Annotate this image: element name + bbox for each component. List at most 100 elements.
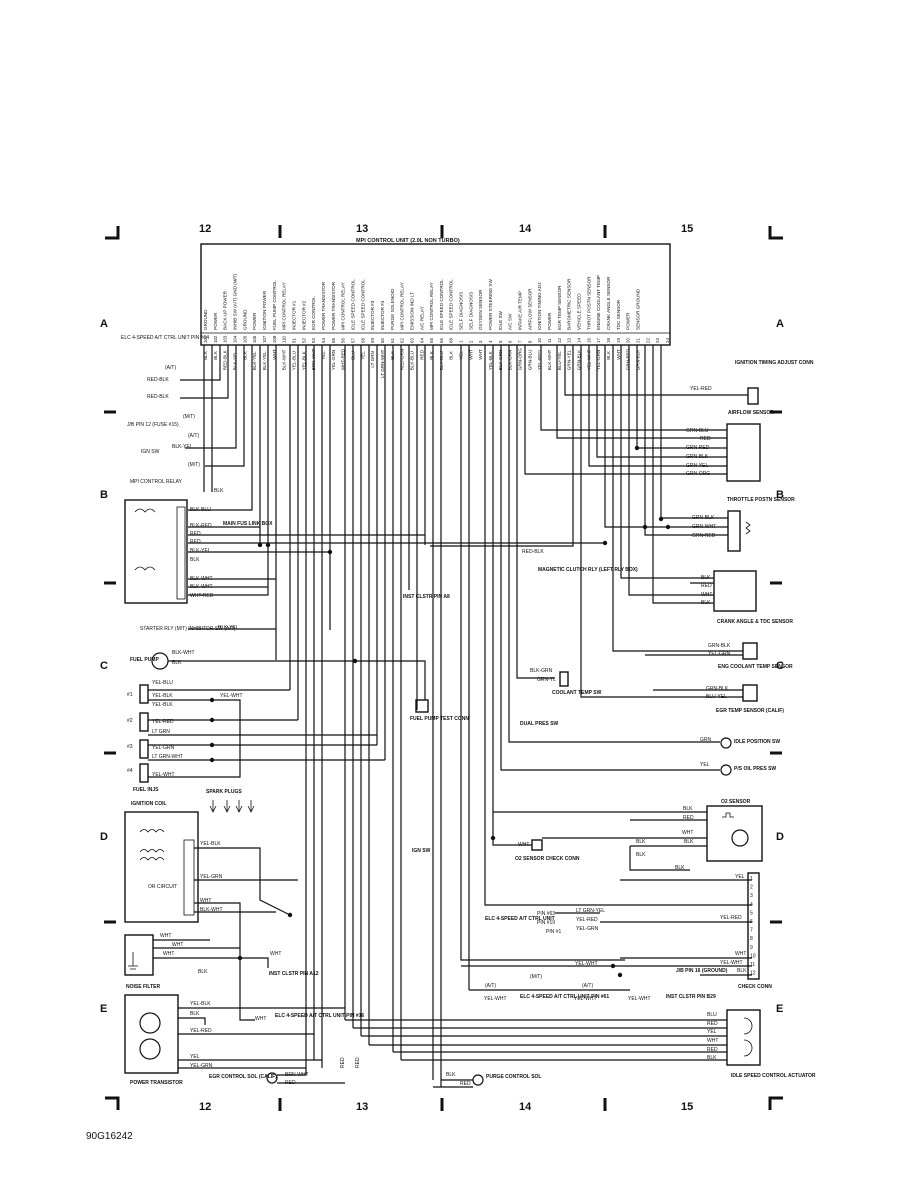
- inj-4-label: #4: [127, 768, 133, 774]
- ecu-pin-number: 63: [409, 338, 414, 343]
- check-conn-terminal: 2: [750, 885, 753, 891]
- ecu-pin-number: 4: [488, 340, 493, 343]
- check-conn-terminal: 5: [750, 910, 753, 916]
- coolant-sw-body: [559, 671, 569, 687]
- ign-coil-label: IGNITION COIL: [131, 801, 167, 807]
- pin19-label: PIN #19: [537, 920, 555, 926]
- w-red-vert-2: RED: [355, 1057, 361, 1068]
- ecu-title: MPI CONTROL UNIT (2.0L NON TURBO): [356, 238, 460, 244]
- ecu-pin-function: POWER: [213, 312, 218, 330]
- check-conn-terminal: 10: [750, 953, 756, 959]
- ecu-pin-number: 1: [459, 340, 464, 343]
- w-red-7: RED: [683, 815, 694, 821]
- power-transistor: [124, 994, 179, 1074]
- inst-a12-label: INST CLSTR PIN A12: [269, 971, 319, 977]
- w-red-5: RED: [700, 436, 711, 442]
- ecu-pin-number: 6: [508, 340, 513, 343]
- w-red-4: RED: [460, 1081, 471, 1087]
- mpi-relay-title: MPI CONTROL RELAY: [130, 479, 183, 485]
- w-yel-4: YEL: [707, 1029, 717, 1035]
- ecu-pin-function: MPI CONTROL RELAY: [429, 282, 434, 330]
- w-blk-2: BLK: [172, 660, 182, 666]
- ecu-pin-function: IGNITION POWER: [262, 290, 267, 330]
- ecu-pin-wire-color: RED: [419, 349, 424, 359]
- w-grn-blk-4: GRN-BLK: [706, 686, 729, 692]
- noise-filter: [124, 934, 154, 976]
- check-conn-terminal: 11: [750, 962, 755, 968]
- crank-sensor-body: [713, 570, 757, 612]
- w-red-8: RED: [707, 1021, 718, 1027]
- w-yel-grn-4: YEL-GRN: [576, 926, 599, 932]
- w-blk-14: BLK: [707, 1055, 717, 1061]
- w-grn-blu: GRN-BLU: [686, 428, 709, 434]
- ecu-pin-function: INJECTOR #1: [291, 300, 296, 330]
- w-grn: GRN: [700, 737, 712, 743]
- w-yel-2: YEL: [700, 762, 710, 768]
- w-wht-red: WHT-RED: [190, 593, 214, 599]
- ecu-pin-wire-color: YEL-GRN: [331, 350, 336, 370]
- purge-sol-label: PURGE CONTROL SOL: [486, 1074, 541, 1080]
- w-wht-6: WHT: [255, 1016, 266, 1022]
- ecu-pin-wire-color: WHT: [616, 349, 621, 360]
- w-blk-yel: BLK-YEL: [190, 548, 211, 554]
- ecu-pin-number: 64: [419, 338, 424, 343]
- col-12-top: 12: [199, 223, 211, 235]
- isc-actuator: [726, 1009, 761, 1066]
- ecu-pin-function: FUEL PUMP CONTROL: [272, 280, 277, 330]
- ecu-pin-number: 105: [242, 335, 247, 343]
- row-a-right: A: [776, 318, 784, 330]
- ecu-pin-wire-color: WHT: [468, 349, 473, 360]
- ps-oil-connector: [720, 764, 732, 776]
- row-e-left: E: [100, 1003, 107, 1015]
- col-14-top: 14: [519, 223, 532, 235]
- ecu-pin-number: 2: [468, 340, 473, 343]
- elc-a-label: ELC 4-SPEED A/T CTRL UNIT PIN #64: [121, 335, 209, 341]
- ecu-pin-number: 101: [203, 335, 208, 343]
- ecu-pin-wire-color: BLK: [213, 350, 218, 360]
- w-red-vert: RED: [340, 1057, 346, 1068]
- w-red-6: RED: [701, 583, 712, 589]
- wire-network: [148, 345, 752, 1088]
- airflow-label: AIRFLOW SENSOR: [728, 410, 774, 416]
- ecu-pin-function: IDLE SW: [498, 310, 503, 330]
- fuel-injs-label: FUEL INJS: [133, 787, 159, 793]
- coolant-sw-label: COOLANT TEMP SW: [552, 690, 602, 696]
- ecu-pin-function: POWER: [252, 312, 257, 330]
- ecu-pin-wire-color: BLU-YEL: [557, 351, 562, 371]
- w-blk-9: BLK: [684, 839, 694, 845]
- mt-label-2: (M/T): [188, 462, 200, 468]
- ecu-pin-function: EGR CONTROL: [311, 296, 316, 330]
- ecu-pin-function: IDLE SPEED CONTROL: [439, 279, 444, 330]
- ecu-pin-number: 19: [616, 338, 621, 343]
- ecu-pin-function: EGR TEMP SENSOR: [557, 285, 562, 330]
- w-grn-blk-3: GRN-BLK: [708, 643, 731, 649]
- ecu-pin-function: A/C SW: [508, 313, 513, 330]
- w-yel-blu: YEL-BLU: [152, 680, 173, 686]
- ecu-pin-function: INHIB SW (A/T) GND (M/T): [232, 273, 237, 330]
- throttle-label: THROTTLE POSTN SENSOR: [727, 497, 795, 503]
- ecu-pin-wire-color: GRN-RED: [626, 348, 631, 370]
- w-blk-10: BLK: [636, 839, 646, 845]
- jb-pin12-label: J/B PIN 12 (FUSE #15): [127, 422, 179, 428]
- col-13-top: 13: [356, 223, 368, 235]
- ecu-pin-number: 24: [665, 338, 670, 343]
- w-yel-red-2: YEL-RED: [190, 1028, 212, 1034]
- ecu-pin-number: 56: [341, 338, 346, 343]
- w-red: RED: [190, 531, 201, 537]
- ecu-pin-number: 57: [350, 338, 355, 343]
- ecu-pin-number: 20: [626, 338, 631, 343]
- ps-oil-label: P/S OIL PRES SW: [734, 766, 776, 772]
- w-yel-red: YEL-RED: [152, 719, 174, 725]
- ecu-pin-number: 62: [400, 338, 405, 343]
- w-yel-wht-7: YEL-WHT: [720, 960, 743, 966]
- ign-sw-label: IGN SW: [141, 449, 160, 455]
- blk-label: BLK: [214, 488, 224, 494]
- check-conn-terminal: 9: [750, 945, 753, 951]
- mag-clutch-label: MAGNETIC CLUTCH RLY (LEFT RLY BOX): [538, 567, 638, 573]
- w-yel-3: YEL: [735, 874, 745, 880]
- ecu-pin-wire-color: WHT-RED: [341, 348, 346, 370]
- row-c-right: C: [776, 660, 784, 672]
